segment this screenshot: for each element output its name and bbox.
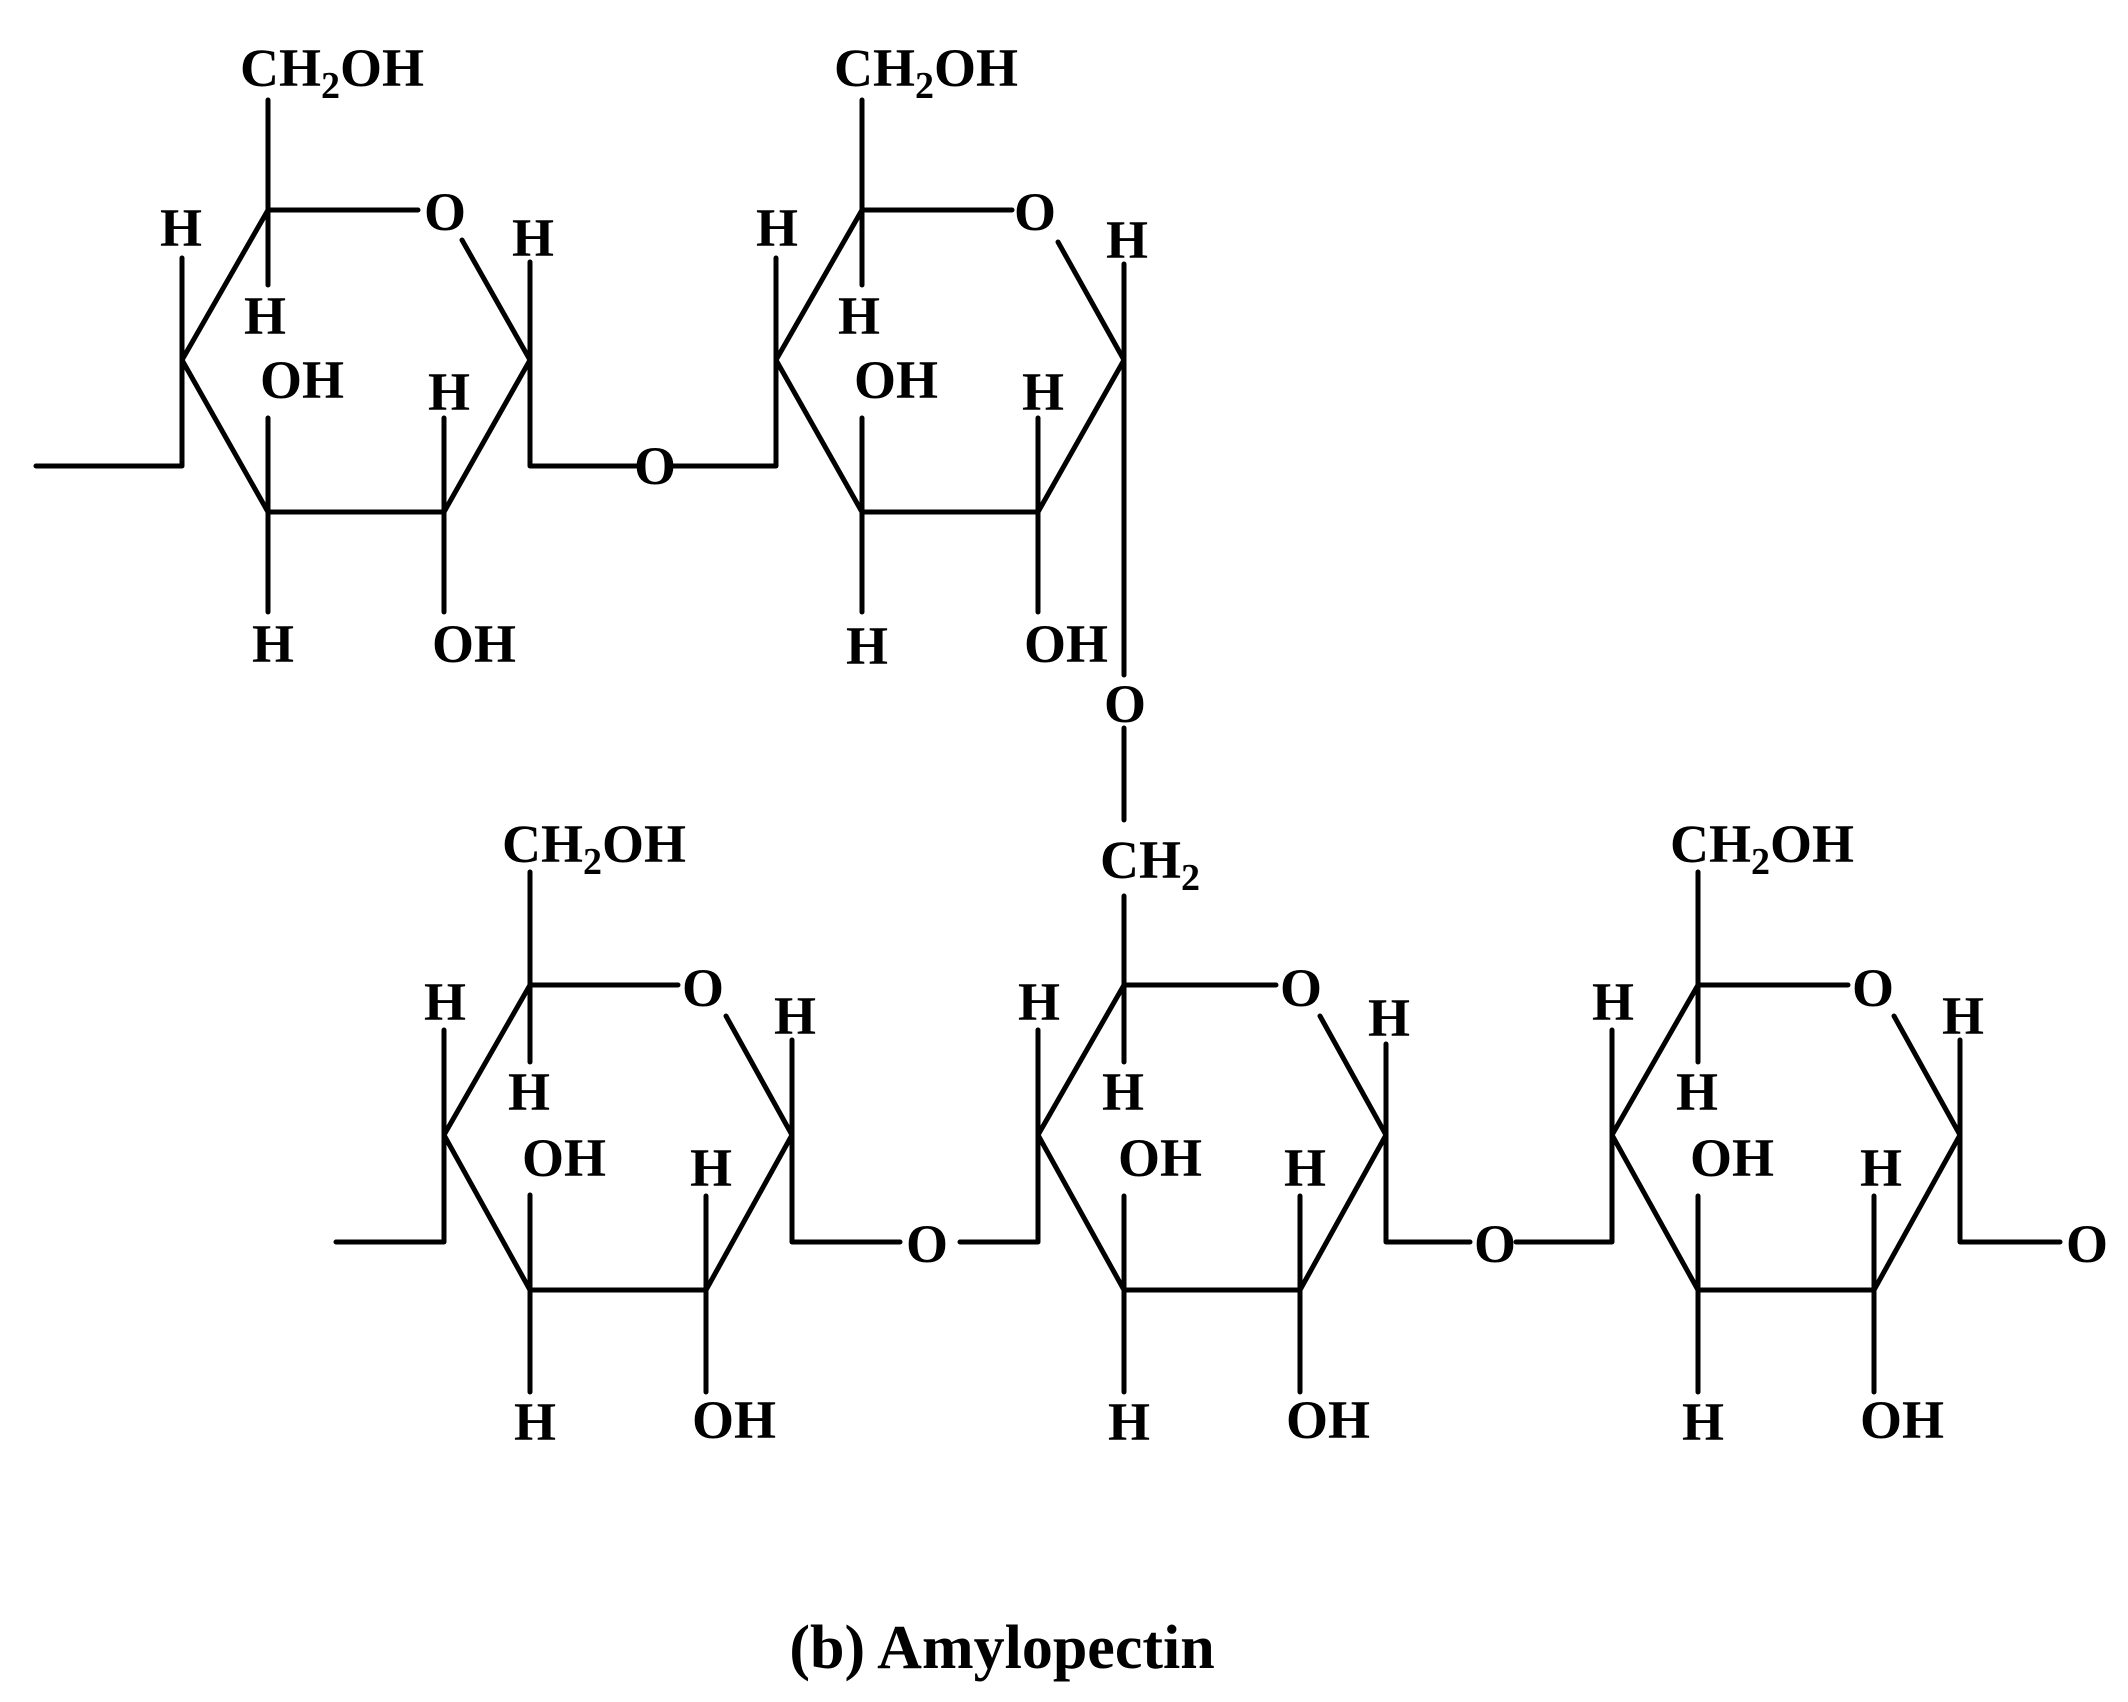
hydrogen-label: H <box>756 198 798 258</box>
bond-lines <box>33 97 2063 1395</box>
hydroxyl-label: OH <box>1690 1128 1774 1188</box>
hydrogen-label: H <box>514 1392 556 1452</box>
hydrogen-label: H <box>838 286 880 346</box>
hydrogen-label: H <box>1102 1062 1144 1122</box>
hydroxyl-label: OH <box>1286 1390 1370 1450</box>
bridge-oxygen-label: O <box>634 436 676 496</box>
bottom-ring-3-labels: CH2OH O H H H OH H H OH O <box>1592 814 2108 1452</box>
hydrogen-label: H <box>846 616 888 676</box>
ring-oxygen-label: O <box>1014 182 1056 242</box>
bottom-ring-3-bonds <box>1513 869 2063 1395</box>
branch-link-labels: O CH2 <box>1100 674 1200 899</box>
top-ring-2-labels: CH2OH O H H H OH H H OH <box>756 38 1148 676</box>
ring-oxygen-label: O <box>1852 958 1894 1018</box>
hydrogen-label: H <box>1682 1392 1724 1452</box>
hydroxyl-label: OH <box>522 1128 606 1188</box>
ring-oxygen-label: O <box>682 958 724 1018</box>
bottom-ring-1-labels: CH2OH O H H H OH H H OH O <box>424 814 948 1452</box>
hydrogen-label: H <box>1018 972 1060 1032</box>
ch2-group-label: CH2 <box>1100 830 1200 899</box>
bottom-ring-2-labels: O H H H OH H H OH O <box>1018 958 1516 1452</box>
hydrogen-label: H <box>1676 1062 1718 1122</box>
hydroxyl-label: OH <box>1118 1128 1202 1188</box>
hydrogen-label: H <box>1284 1138 1326 1198</box>
bridge-oxygen-label: O <box>906 1214 948 1274</box>
ch2oh-group-label: CH2OH <box>502 814 686 883</box>
hydrogen-label: H <box>1108 1392 1150 1452</box>
hydrogen-label: H <box>1106 210 1148 270</box>
top-ring-2-bonds <box>665 97 1127 678</box>
figure-caption: (b) Amylopectin <box>789 1614 1214 1682</box>
ring-oxygen-label: O <box>424 182 466 242</box>
hydrogen-label: H <box>774 986 816 1046</box>
hydrogen-label: H <box>424 972 466 1032</box>
hydrogen-label: H <box>690 1138 732 1198</box>
hydrogen-label: H <box>1368 988 1410 1048</box>
ch2oh-group-label: CH2OH <box>834 38 1018 107</box>
bottom-ring-1-bonds <box>333 869 903 1395</box>
ch2oh-group-label: CH2OH <box>240 38 424 107</box>
hydrogen-label: H <box>252 614 294 674</box>
hydrogen-label: H <box>1592 972 1634 1032</box>
hydrogen-label: H <box>1860 1138 1902 1198</box>
ring-oxygen-label: O <box>1280 958 1322 1018</box>
top-ring-1-bonds <box>33 97 643 615</box>
top-ring-1-labels: CH2OH O H H H OH H H OH O <box>160 38 676 674</box>
hydrogen-label: H <box>508 1062 550 1122</box>
hydroxyl-label: OH <box>260 350 344 410</box>
hydrogen-label: H <box>1942 986 1984 1046</box>
terminal-oxygen-label: O <box>2066 1214 2108 1274</box>
hydroxyl-label: OH <box>692 1390 776 1450</box>
hydroxyl-label: OH <box>1860 1390 1944 1450</box>
hydroxyl-label: OH <box>432 614 516 674</box>
hydrogen-label: H <box>160 198 202 258</box>
bridge-oxygen-label: O <box>1104 674 1146 734</box>
bottom-ring-2-bonds <box>957 982 1473 1395</box>
ch2oh-group-label: CH2OH <box>1670 814 1854 883</box>
hydrogen-label: H <box>512 208 554 268</box>
hydrogen-label: H <box>244 286 286 346</box>
hydroxyl-label: OH <box>854 350 938 410</box>
bridge-oxygen-label: O <box>1474 1214 1516 1274</box>
hydroxyl-label: OH <box>1024 614 1108 674</box>
hydrogen-label: H <box>428 362 470 422</box>
hydrogen-label: H <box>1022 362 1064 422</box>
